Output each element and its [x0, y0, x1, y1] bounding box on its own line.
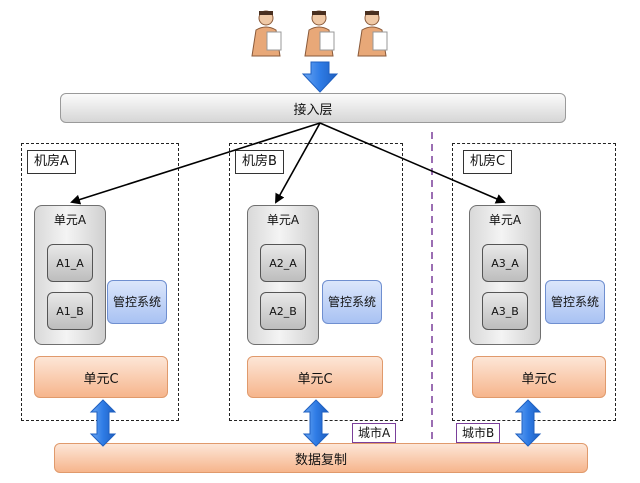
room-label-c: 机房C — [463, 150, 513, 174]
shard-a3-a: A3_A — [482, 244, 528, 282]
unit-c-c: 单元C — [472, 356, 606, 398]
user-icon — [353, 8, 391, 58]
unit-a-title: 单元A — [266, 213, 300, 227]
unit-c-b: 单元C — [247, 356, 383, 398]
data-replication-bar: 数据复制 — [54, 443, 588, 473]
mgmt-system-a: 管控系统 — [107, 280, 167, 324]
unit-c-a: 单元C — [34, 356, 168, 398]
mgmt-system-b: 管控系统 — [322, 280, 382, 324]
unit-a-title: 单元A — [488, 213, 522, 227]
arrow-down-icon — [301, 61, 339, 93]
room-label-a: 机房A — [27, 150, 76, 174]
user-icon — [300, 8, 338, 58]
mgmt-system-c: 管控系统 — [545, 280, 605, 324]
access-layer-label: 接入层 — [293, 102, 333, 118]
user-icon — [247, 8, 285, 58]
shard-a1-b: A1_B — [47, 292, 93, 330]
city-label-b: 城市B — [456, 423, 501, 443]
unit-a-title: 单元A — [53, 213, 87, 227]
city-label-a: 城市A — [352, 423, 397, 443]
shard-a2-a: A2_A — [260, 244, 306, 282]
room-label-b: 机房B — [235, 150, 284, 174]
shard-a3-b: A3_B — [482, 292, 528, 330]
access-layer: 接入层 — [60, 93, 566, 123]
data-replication-label: 数据复制 — [294, 452, 347, 468]
shard-a1-a: A1_A — [47, 244, 93, 282]
shard-a2-b: A2_B — [260, 292, 306, 330]
